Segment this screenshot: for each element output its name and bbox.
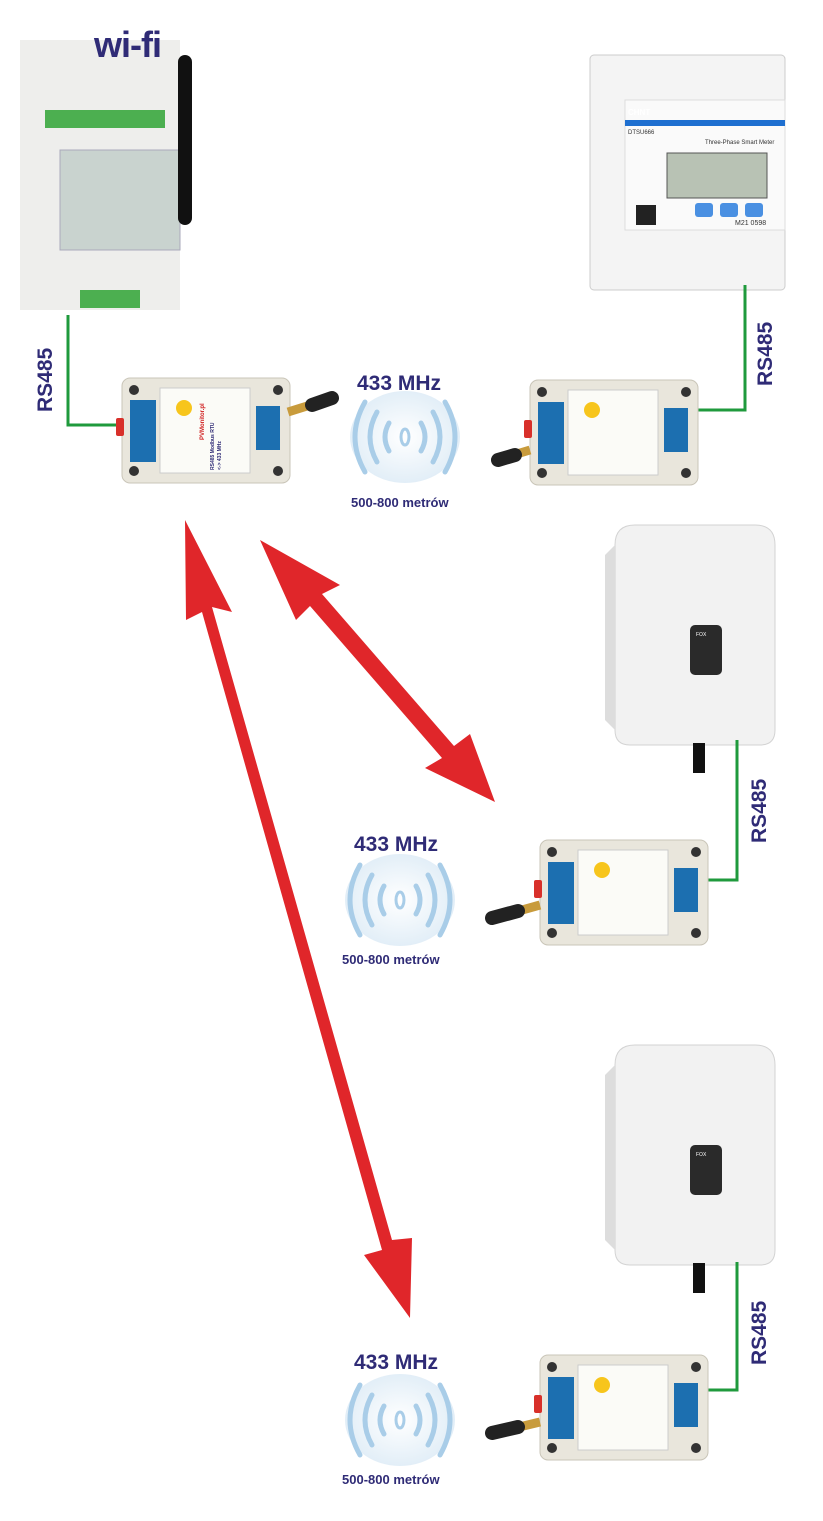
meter-caption: Three-Phase Smart Meter (705, 140, 775, 146)
converter-brand: PVMonitor.pl (200, 403, 206, 440)
range-label: 500-800 metrów (342, 952, 440, 967)
range-label: 500-800 metrów (351, 495, 449, 510)
frequency-label: 433 MHz (354, 1351, 439, 1374)
frequency-label: 433 MHz (357, 372, 442, 395)
radio-waves-icon (345, 1374, 455, 1466)
wifi-label: wi-fi (94, 24, 162, 65)
rs485-wires (66, 285, 747, 1392)
converter-4 (533, 1354, 709, 1461)
radio-waves-icon (350, 391, 460, 483)
meter-model: DTSU666 (628, 130, 655, 136)
converter-2 (523, 379, 699, 486)
smart-meter-device (589, 54, 786, 291)
inverter-2 (604, 1044, 776, 1294)
inverter-brand: FOX (696, 1152, 707, 1158)
meter-brand: CHNT (628, 108, 651, 117)
radio-link-arrows (185, 520, 495, 1318)
frequency-label: 433 MHz (354, 833, 439, 856)
meter-mark: M21 0598 (735, 220, 767, 227)
converter-frequency-text: <-> 433 MHz (217, 441, 223, 470)
inverter-brand: FOX (696, 632, 707, 638)
radio-waves-icon (345, 854, 455, 946)
inverter-1 (604, 524, 776, 774)
converter-description: RS485 Modbus RTU (210, 422, 216, 470)
converter-3 (533, 839, 709, 946)
rs485-label: RS485 (748, 778, 771, 843)
rs485-label: RS485 (34, 347, 57, 412)
range-label: 500-800 metrów (342, 1472, 440, 1487)
rs485-label: RS485 (748, 1300, 771, 1365)
rs485-label: RS485 (754, 321, 777, 386)
wifi-controller-device (20, 40, 192, 310)
